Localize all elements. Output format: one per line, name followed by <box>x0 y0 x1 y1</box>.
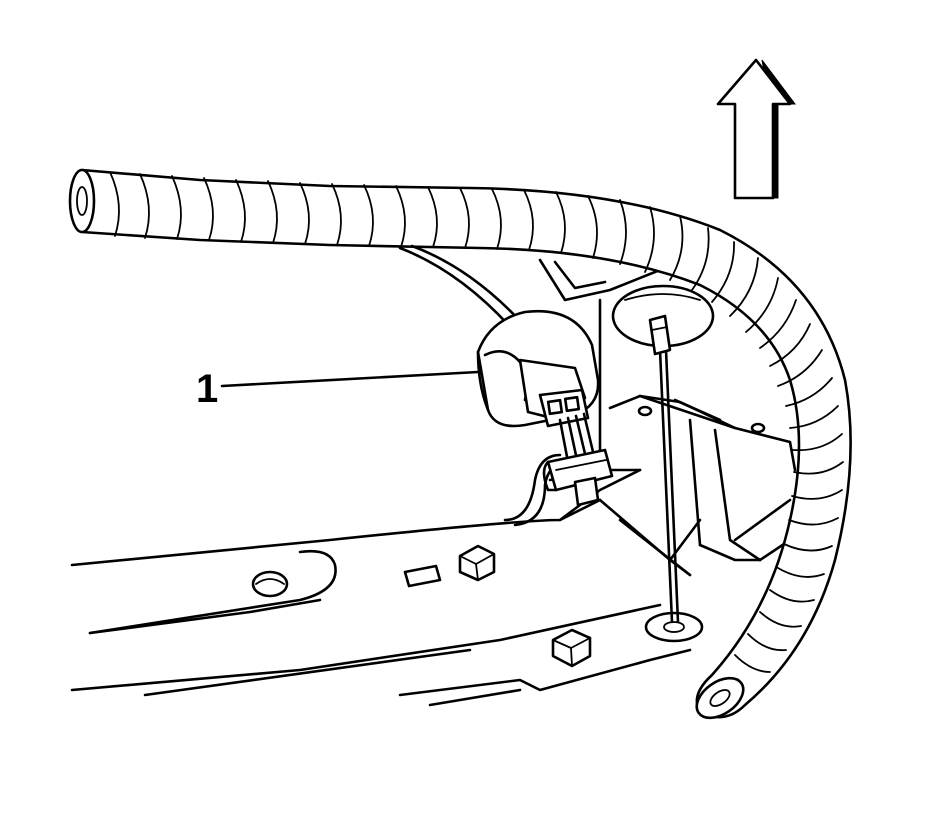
hex-nut-upper <box>458 544 496 582</box>
up-arrow-icon <box>716 58 796 200</box>
wiring-harness <box>68 168 852 720</box>
oval-hole <box>251 570 289 598</box>
rod-clip <box>648 314 672 356</box>
hex-nut-lower <box>551 628 592 668</box>
grommet-lower <box>644 611 704 643</box>
callout-label: 1 <box>196 367 218 411</box>
component-housing <box>398 244 614 507</box>
square-hole <box>403 564 442 588</box>
leader-line <box>220 370 480 388</box>
panel-frame <box>70 258 797 707</box>
release-rod <box>648 314 680 624</box>
callout-1: 1 <box>196 367 480 411</box>
